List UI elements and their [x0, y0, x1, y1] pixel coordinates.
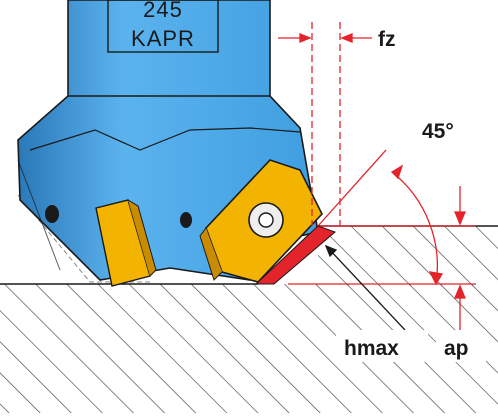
ap-label: ap	[444, 337, 469, 360]
cut-path-outline	[17, 194, 150, 283]
fz-label: fz	[378, 28, 396, 51]
angle-label: 45°	[422, 120, 454, 143]
screw-hole-icon	[45, 205, 59, 223]
shank-stamp: 245 KAPR	[107, 0, 219, 53]
stamp-line-1: 245	[143, 0, 183, 22]
main-insert	[199, 159, 323, 283]
ap-label-box	[436, 330, 486, 362]
hmax-leader	[324, 244, 406, 331]
chip-section	[254, 225, 336, 285]
depth-of-cut-dimension	[288, 186, 476, 332]
hmax-label: hmax	[344, 337, 399, 360]
entering-angle-dimension	[317, 149, 444, 286]
screw-hole-icon	[180, 212, 192, 228]
left-insert	[95, 199, 157, 287]
feed-per-tooth-dimension	[278, 22, 372, 226]
hmax-label-box	[336, 330, 428, 362]
stamp-line-2: KAPR	[131, 26, 195, 51]
